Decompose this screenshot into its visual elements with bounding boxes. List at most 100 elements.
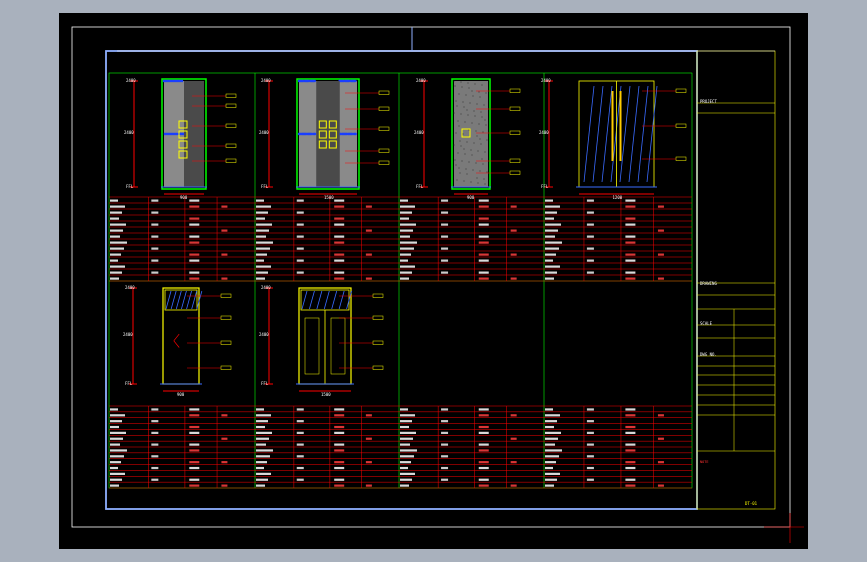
table-spec-mark: [625, 425, 636, 429]
project-label: PROJECT: [700, 99, 717, 104]
table-spec-mark: [478, 408, 489, 411]
table-label-mark: [256, 408, 264, 411]
pattern-dot: [162, 79, 166, 83]
stone-speckle: [466, 141, 468, 143]
stone-speckle: [453, 80, 455, 82]
table-label-mark: [400, 241, 417, 244]
table-value-mark: [296, 420, 304, 423]
table-note-mark: [510, 484, 517, 487]
floor-label: FFL: [261, 184, 269, 189]
elevation-label: 2400: [416, 78, 426, 83]
transom-panel: [164, 289, 198, 311]
table-value-mark: [151, 271, 159, 274]
stone-speckle: [465, 94, 467, 96]
table-note-mark: [221, 277, 228, 280]
table-label-mark: [110, 277, 119, 280]
table-spec-mark: [334, 205, 345, 208]
table-note-mark: [221, 205, 228, 208]
table-note-mark: [510, 229, 517, 232]
table-label-mark: [110, 461, 121, 464]
table-label-mark: [110, 484, 119, 487]
table-spec-mark: [625, 199, 636, 202]
table-value-mark: [441, 455, 449, 458]
table-note-mark: [510, 205, 517, 208]
pattern-dot: [304, 132, 308, 136]
pattern-dot: [174, 79, 178, 83]
pattern-dot: [339, 132, 342, 136]
transom-hatch: [309, 290, 315, 310]
table-value-mark: [151, 199, 159, 202]
table-label-mark: [400, 414, 415, 417]
pattern-dot: [170, 79, 174, 83]
elevation-label: 2400: [125, 285, 135, 290]
transom-hatch: [196, 290, 203, 310]
glass-hatch: [592, 85, 604, 183]
height-dim-text: 2400: [414, 130, 424, 135]
table-label-mark: [256, 484, 265, 487]
stone-speckle: [468, 129, 470, 131]
table-note-mark: [657, 484, 664, 487]
stone-speckle: [459, 172, 461, 174]
table-label-mark: [256, 265, 271, 268]
stone-speckle: [475, 130, 477, 132]
door-1-right-panel: [184, 81, 204, 187]
pattern-dot: [313, 132, 317, 136]
stone-speckle: [476, 103, 478, 105]
title-block-labels: PROJECT DRAWING SCALE DWG NO. NOTE DT-01: [700, 99, 758, 506]
table-label-mark: [545, 408, 553, 411]
table-value-mark: [296, 443, 304, 446]
table-label-mark: [256, 241, 273, 244]
table-value-mark: [586, 478, 594, 481]
table-label-mark: [400, 461, 411, 464]
table-label-mark: [400, 478, 412, 481]
stone-speckle: [458, 167, 460, 169]
table-spec-mark: [478, 253, 489, 256]
table-label-mark: [400, 205, 415, 208]
table-spec-mark: [334, 484, 345, 487]
table-label-mark: [545, 265, 560, 268]
table-label-mark: [545, 466, 553, 470]
table-label-mark: [256, 199, 264, 202]
transom-hatch: [165, 290, 172, 310]
stone-speckle: [476, 135, 478, 137]
pattern-dot: [168, 79, 172, 83]
stone-speckle: [461, 86, 463, 88]
table-note-mark: [657, 229, 664, 232]
pattern-dot: [298, 132, 302, 136]
table-label-mark: [545, 472, 560, 475]
elevation-label: 2400: [261, 78, 271, 83]
table-label-mark: [400, 466, 408, 470]
table-note-mark: [657, 461, 664, 464]
table-label-mark: [400, 455, 414, 458]
stone-speckle: [459, 140, 461, 142]
table-note-mark: [365, 461, 372, 464]
pattern-dot: [178, 79, 182, 83]
table-label-mark: [545, 414, 560, 417]
table-label-mark: [400, 449, 417, 452]
transom-hatch: [346, 290, 352, 310]
stone-speckle: [465, 168, 467, 170]
stone-speckle: [478, 91, 480, 93]
table-label-mark: [256, 247, 270, 250]
width-dim-text: 900: [180, 195, 188, 200]
table-value-mark: [151, 443, 159, 446]
stone-speckle: [486, 171, 488, 173]
table-label-mark: [545, 449, 562, 452]
table-value-mark: [441, 211, 449, 214]
table-spec-mark: [478, 277, 489, 280]
stone-speckle: [463, 106, 465, 108]
stone-speckle: [472, 95, 474, 97]
leader-tag: [225, 123, 237, 128]
stone-speckle: [463, 148, 465, 150]
leader-tag: [372, 365, 384, 370]
scale-label: SCALE: [700, 321, 713, 326]
stone-speckle: [479, 96, 481, 98]
stone-speckle: [486, 139, 488, 141]
pattern-dot: [353, 79, 356, 83]
table-note-mark: [510, 277, 517, 280]
table-value-mark: [151, 431, 159, 434]
width-dim-text: 1500: [321, 392, 331, 397]
table-label-mark: [256, 205, 271, 208]
table-label-mark: [545, 431, 561, 434]
